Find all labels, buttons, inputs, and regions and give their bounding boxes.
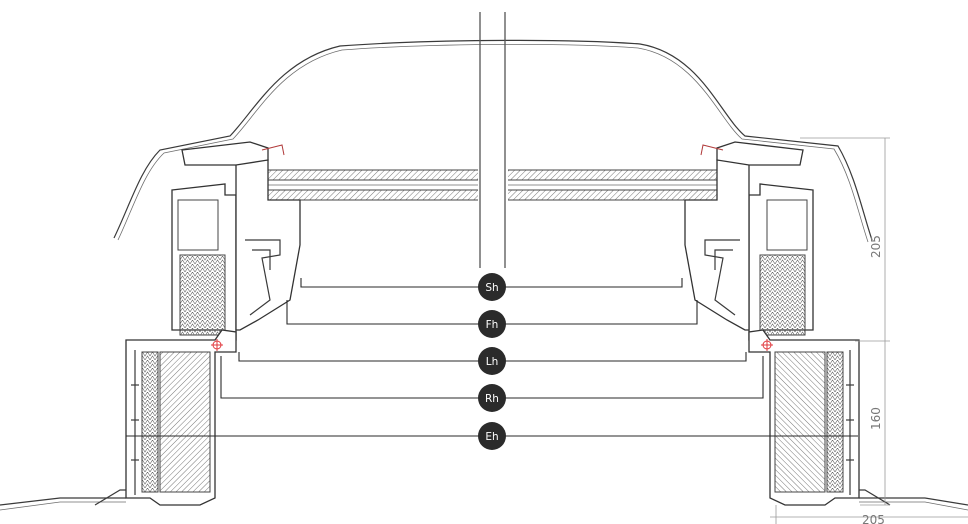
dome-outline: [113, 39, 873, 243]
badge-rh-label: Rh: [485, 393, 499, 405]
right-marker-icon: [761, 339, 773, 351]
badge-lh: Lh: [478, 347, 506, 375]
badge-fh-label: Fh: [486, 319, 499, 331]
dimension-lines: [770, 137, 968, 524]
center-axis: [479, 12, 506, 268]
left-frame-profile: [0, 141, 301, 511]
right-frame-profile: [684, 141, 968, 511]
badge-lh-label: Lh: [486, 356, 499, 368]
glazing-panel: [261, 165, 729, 205]
dimension-label-upper: 205: [869, 235, 883, 258]
dimension-label-lower: 160: [869, 407, 883, 430]
badge-sh-label: Sh: [485, 282, 498, 294]
badge-sh: Sh: [478, 273, 506, 301]
badge-rh: Rh: [478, 384, 506, 412]
left-marker-icon: [211, 339, 223, 351]
dimension-label-bottom: 205: [862, 513, 885, 524]
badge-fh: Fh: [478, 310, 506, 338]
badge-eh-label: Eh: [485, 431, 498, 443]
badge-eh: Eh: [478, 422, 506, 450]
